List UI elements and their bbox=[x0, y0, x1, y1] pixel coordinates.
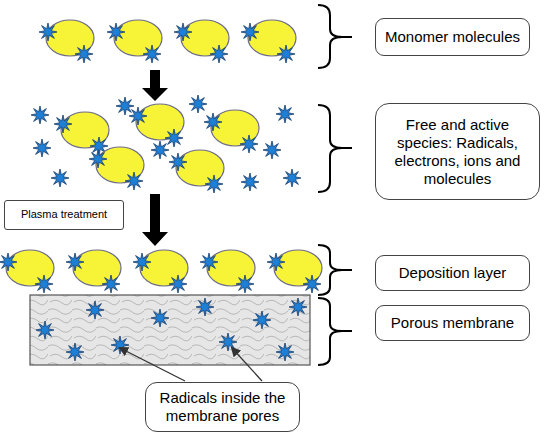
radical-star bbox=[253, 311, 271, 329]
radical-star bbox=[151, 141, 169, 159]
radical-star bbox=[196, 298, 214, 316]
monomer-molecule bbox=[89, 147, 144, 190]
box-label: Radicals inside the membrane pores bbox=[152, 389, 293, 425]
radical-star bbox=[116, 97, 134, 115]
monomer-molecule bbox=[267, 250, 322, 293]
leader-arrow bbox=[120, 348, 185, 381]
radical-star bbox=[276, 105, 294, 123]
porous-membrane bbox=[30, 295, 310, 365]
curly-bracket bbox=[318, 5, 352, 68]
monomer-molecule bbox=[133, 250, 188, 293]
radical-star bbox=[283, 169, 301, 187]
monomer-molecule bbox=[169, 150, 224, 193]
radical-star bbox=[189, 95, 207, 113]
callout-box: Radicals inside the membrane pores bbox=[145, 382, 300, 432]
monomer-molecule bbox=[0, 250, 54, 293]
box-label: Free and active species: Radicals, elect… bbox=[382, 116, 533, 188]
radical-star bbox=[66, 343, 84, 361]
monomer-molecule bbox=[39, 20, 94, 63]
label-box: Free and active species: Radicals, elect… bbox=[375, 103, 540, 200]
radical-star bbox=[86, 301, 104, 319]
monomer-row bbox=[39, 20, 296, 63]
down-arrow bbox=[142, 70, 168, 101]
curly-bracket bbox=[318, 245, 352, 295]
down-arrow bbox=[142, 194, 168, 246]
monomer-molecule bbox=[129, 104, 184, 147]
monomer-molecule bbox=[241, 20, 296, 63]
box-label: Porous membrane bbox=[391, 314, 514, 332]
label-box: Monomer molecules bbox=[375, 18, 530, 56]
radical-star bbox=[276, 343, 294, 361]
monomer-molecule bbox=[66, 250, 121, 293]
leader-arrow bbox=[232, 348, 262, 381]
radical-star bbox=[33, 139, 51, 157]
monomer-molecule bbox=[200, 250, 255, 293]
box-label: Deposition layer bbox=[399, 264, 507, 282]
radical-star bbox=[31, 106, 49, 124]
box-label: Plasma treatment bbox=[21, 208, 107, 221]
monomer-molecule bbox=[174, 20, 229, 63]
radical-star bbox=[36, 321, 54, 339]
radical-star bbox=[151, 309, 169, 327]
process-box: Plasma treatment bbox=[4, 200, 124, 230]
monomer-molecule bbox=[204, 110, 259, 153]
curly-bracket bbox=[318, 298, 352, 365]
label-box: Deposition layer bbox=[375, 255, 530, 291]
label-box: Porous membrane bbox=[375, 305, 530, 341]
membrane-radicals bbox=[36, 298, 307, 361]
radical-star bbox=[289, 298, 307, 316]
curly-bracket bbox=[318, 105, 352, 192]
radical-star bbox=[51, 169, 69, 187]
monomer-molecule bbox=[54, 112, 109, 155]
radical-star bbox=[263, 141, 281, 159]
box-label: Monomer molecules bbox=[385, 28, 520, 46]
radical-star bbox=[219, 333, 237, 351]
monomer-molecule bbox=[107, 20, 162, 63]
radical-star bbox=[241, 173, 259, 191]
deposition-row bbox=[0, 250, 322, 293]
active-species-group bbox=[31, 95, 301, 193]
